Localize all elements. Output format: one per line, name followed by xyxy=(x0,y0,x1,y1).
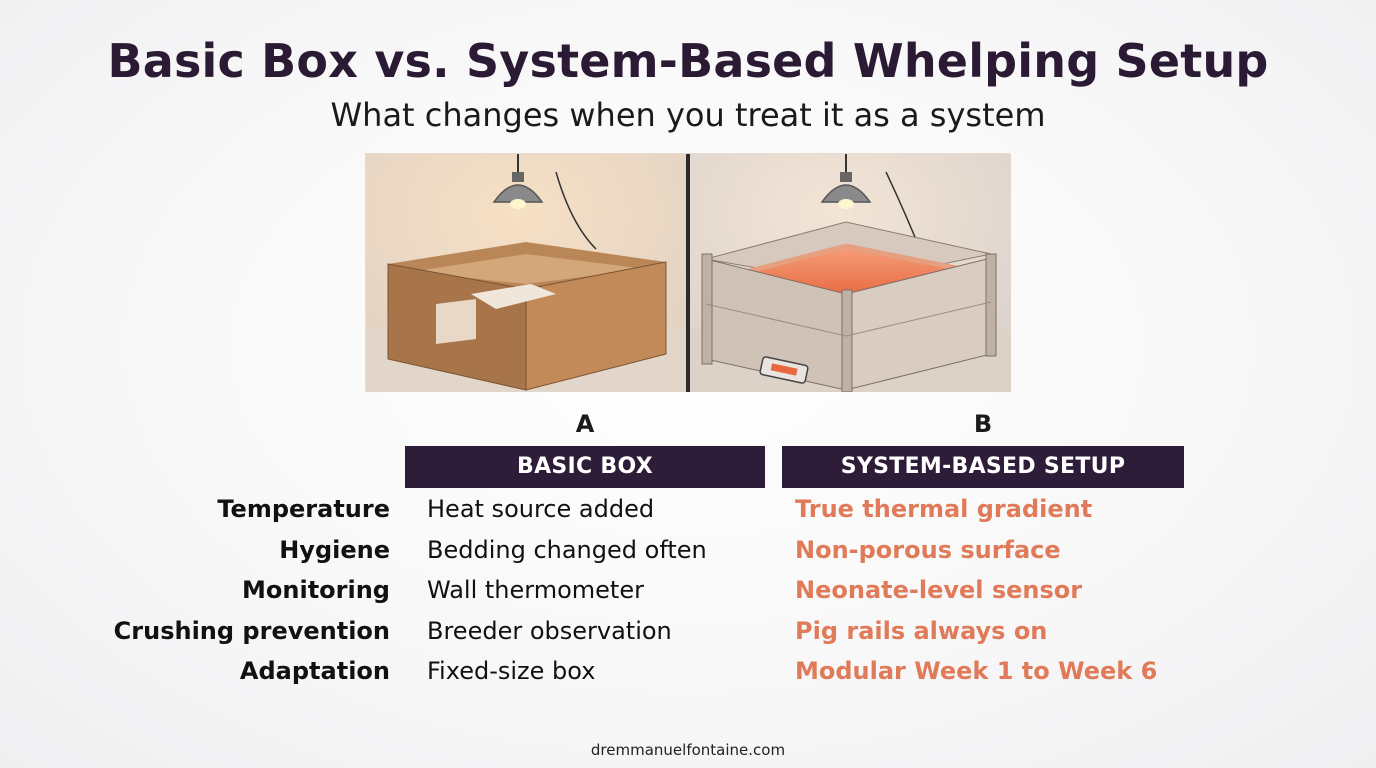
panel-divider xyxy=(686,154,690,392)
cell-basic-monitoring: Wall thermometer xyxy=(427,576,644,604)
panel-a-basic-box xyxy=(366,154,686,392)
page-subtitle: What changes when you treat it as a syst… xyxy=(330,96,1046,134)
sensor-display-icon xyxy=(759,356,809,384)
row-label-hygiene: Hygiene xyxy=(279,536,390,564)
column-header-basic-box: BASIC BOX xyxy=(405,446,765,488)
column-letter-b: B xyxy=(973,410,993,438)
row-label-temperature: Temperature xyxy=(217,495,390,523)
column-letter-a: A xyxy=(575,410,595,438)
row-label-crushing-prevention: Crushing prevention xyxy=(113,617,390,645)
footer-website: dremmanuelfontaine.com xyxy=(590,741,786,759)
cell-basic-hygiene: Bedding changed often xyxy=(427,536,707,564)
cell-system-temperature: True thermal gradient xyxy=(795,495,1093,523)
row-label-adaptation: Adaptation xyxy=(239,657,390,685)
cell-system-adaptation: Modular Week 1 to Week 6 xyxy=(795,657,1158,685)
heat-lamp-icon xyxy=(492,172,544,209)
cell-basic-crushing-prevention: Breeder observation xyxy=(427,617,672,645)
cell-basic-adaptation: Fixed-size box xyxy=(427,657,596,685)
comparison-illustration xyxy=(365,153,1011,392)
row-label-monitoring: Monitoring xyxy=(242,576,390,604)
cell-system-crushing-prevention: Pig rails always on xyxy=(795,617,1048,645)
cell-system-monitoring: Neonate-level sensor xyxy=(795,576,1083,604)
cell-system-hygiene: Non-porous surface xyxy=(795,536,1061,564)
cell-basic-temperature: Heat source added xyxy=(427,495,655,523)
column-header-system-setup: SYSTEM-BASED SETUP xyxy=(782,446,1184,488)
page-title: Basic Box vs. System-Based Whelping Setu… xyxy=(107,34,1269,88)
panel-b-system-setup xyxy=(690,154,1011,392)
heat-lamp-icon xyxy=(820,172,872,209)
